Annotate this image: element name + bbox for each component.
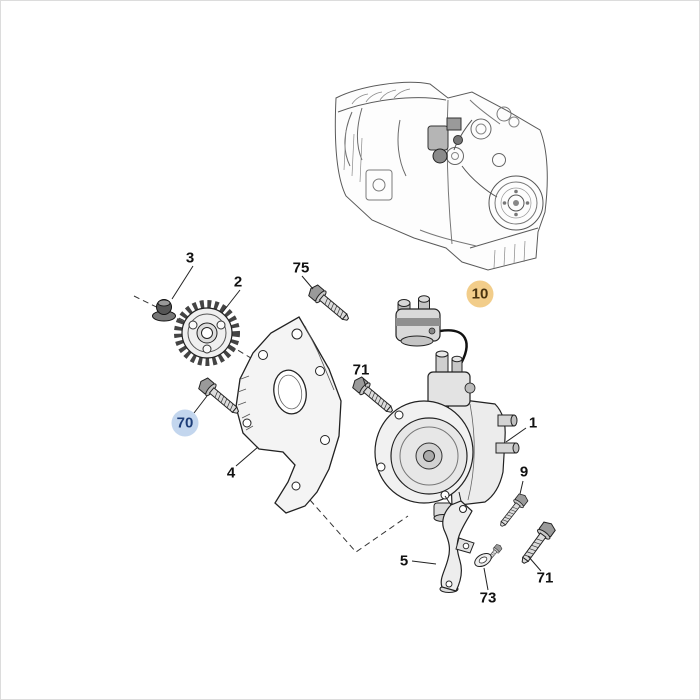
callout-9[interactable]: 9 xyxy=(519,463,529,481)
callout-70[interactable]: 70 xyxy=(171,409,199,437)
part-5-support-bracket-drawing xyxy=(439,491,475,593)
part-1-pump-drawing xyxy=(374,350,520,522)
engine-reference-drawing xyxy=(334,81,548,271)
leader-lines xyxy=(171,265,542,591)
crank-pulley-drawing xyxy=(488,175,544,231)
callout-75[interactable]: 75 xyxy=(292,259,310,277)
callout-73[interactable]: 73 xyxy=(479,589,497,607)
callout-3[interactable]: 3 xyxy=(185,249,195,267)
part-3-nut-drawing xyxy=(152,299,176,322)
callout-5[interactable]: 5 xyxy=(399,552,409,570)
part-4-bracket-drawing xyxy=(235,316,342,514)
callout-1[interactable]: 1 xyxy=(528,414,538,432)
part-71-lower-bolt-drawing xyxy=(516,518,558,568)
part-75-bolt-drawing xyxy=(305,282,353,326)
part-9-bolt-drawing xyxy=(496,491,531,530)
part-10-regulator-drawing xyxy=(395,295,441,347)
callout-4[interactable]: 4 xyxy=(226,464,236,482)
callout-10[interactable]: 10 xyxy=(466,280,494,308)
callout-71-lower[interactable]: 71 xyxy=(536,569,554,587)
callout-71-upper[interactable]: 71 xyxy=(352,361,370,379)
part-73-screw-washer-drawing xyxy=(474,542,504,568)
engine-pump-area-drawing xyxy=(427,117,463,164)
part-2-gear-drawing xyxy=(174,300,240,366)
callout-2[interactable]: 2 xyxy=(233,273,243,291)
part-70-bolt-drawing xyxy=(195,375,243,419)
